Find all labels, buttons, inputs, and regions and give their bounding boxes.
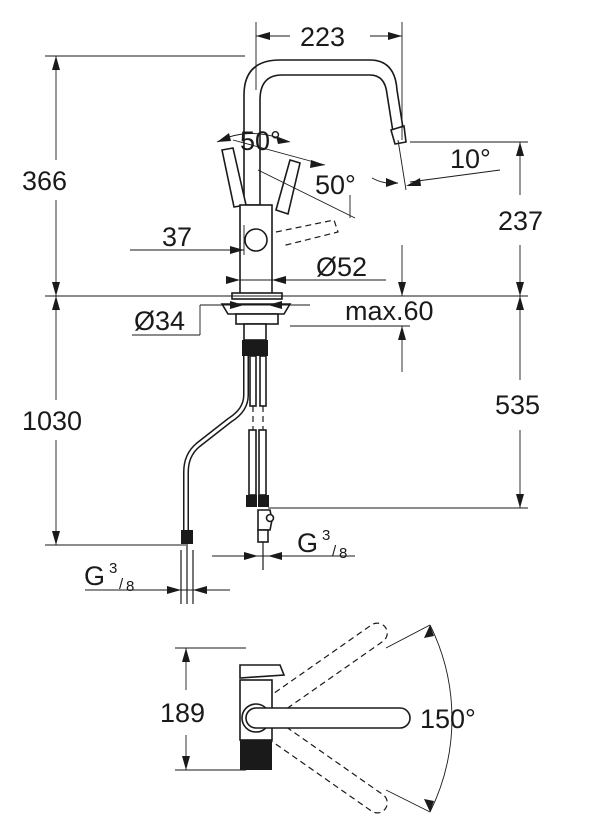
supply-hose-left (248, 429, 257, 496)
lever-rear (221, 147, 247, 208)
label-50deg-top: 50° (240, 126, 281, 156)
label-535: 535 (495, 390, 540, 420)
top-base (240, 740, 272, 770)
ext-150-bot (385, 789, 431, 813)
label-1030: 1030 (22, 406, 82, 436)
g-right-slash: / (332, 543, 337, 560)
faucet-top-view (175, 622, 453, 814)
hose-fitting-right (258, 495, 269, 507)
supply-tube-left (249, 355, 257, 407)
dimension-lines (45, 22, 528, 594)
valve-screw (265, 513, 275, 523)
spout-axis (397, 139, 407, 191)
lever-axis-2 (257, 169, 356, 219)
g-left-den: 8 (126, 578, 134, 595)
label-52: Ø52 (316, 252, 367, 282)
hose-fitting-left (246, 495, 257, 507)
mounting-flange (220, 303, 292, 315)
g-right-letter: G (297, 528, 318, 558)
connector-right (257, 529, 269, 543)
cartridge-circle (244, 228, 268, 252)
threaded-shank (242, 340, 268, 356)
shank-upper (243, 323, 267, 341)
supply-tube-right (259, 355, 267, 407)
label-237: 237 (498, 206, 543, 236)
lever-axis-1 (232, 139, 326, 166)
label-366: 366 (22, 166, 67, 196)
label-189: 189 (160, 698, 205, 728)
label-223: 223 (300, 22, 345, 52)
arc-150deg (429, 624, 453, 813)
label-150deg: 150° (420, 704, 476, 734)
connector-left (181, 530, 193, 544)
spout-position-center (245, 707, 411, 729)
label-g38-right: G 3 / 8 (297, 527, 347, 562)
ext-150-top (385, 624, 431, 649)
lever-open-position (275, 219, 339, 247)
g-left-num: 3 (109, 560, 117, 577)
label-10deg: 10° (450, 144, 491, 174)
label-34: Ø34 (134, 306, 185, 336)
faucet-side-view (180, 59, 407, 604)
label-37: 37 (162, 222, 192, 252)
g-right-num: 3 (322, 527, 330, 544)
mounting-nut (235, 313, 279, 325)
label-50deg-side: 50° (315, 170, 356, 200)
label-max60: max.60 (345, 296, 434, 326)
lever-front (275, 158, 301, 216)
g-left-letter: G (84, 561, 105, 591)
pull-hose-inner (184, 356, 248, 540)
g-left-slash: / (119, 576, 124, 593)
label-g38-left: G 3 / 8 (84, 560, 134, 595)
g-right-den: 8 (339, 545, 347, 562)
top-lever (239, 664, 286, 679)
leader-10deg (409, 169, 501, 183)
supply-hose-right (258, 429, 267, 496)
